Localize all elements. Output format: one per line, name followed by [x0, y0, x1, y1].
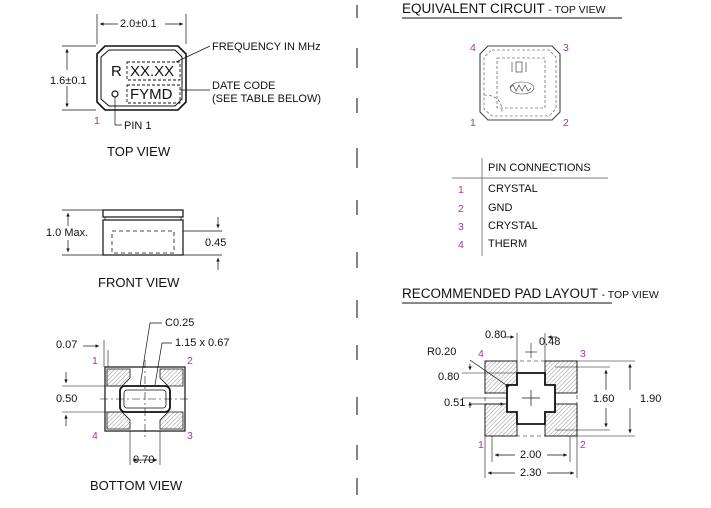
pin-row-name: CRYSTAL — [488, 183, 538, 195]
pad-pin4-number: 4 — [478, 348, 484, 360]
bottom-view-caption: BOTTOM VIEW — [90, 478, 183, 493]
top-height-dim: 1.6±0.1 — [50, 75, 87, 87]
pin1-label: PIN 1 — [124, 120, 152, 132]
pin-row-number: 4 — [458, 239, 464, 251]
bottom-pin2-number: 2 — [187, 355, 193, 367]
bottom-view-drawing — [62, 322, 190, 465]
pad-dim-0-48: 0.48 — [539, 336, 561, 348]
date-code-label: DATE CODE — [212, 80, 276, 92]
pin-row-name: THERM — [488, 238, 528, 250]
equivalent-circuit-drawing — [402, 17, 622, 121]
dim-0-07: 0.07 — [56, 339, 78, 351]
circuit-pin4-number: 4 — [470, 42, 476, 54]
top-view-caption: TOP VIEW — [107, 144, 171, 159]
pad-layout-drawing — [402, 302, 635, 478]
circuit-pin2-number: 2 — [563, 117, 569, 129]
pad-layout-title: RECOMMENDED PAD LAYOUT - TOP VIEW — [402, 286, 659, 301]
pin-row-name: GND — [488, 202, 513, 214]
pad-pin2-number: 2 — [580, 439, 586, 451]
pin-connections-header: PIN CONNECTIONS — [488, 162, 591, 174]
chamfer-label: C0.25 — [165, 317, 195, 329]
front-pad-dim: 0.45 — [205, 237, 227, 249]
circuit-pin3-number: 3 — [563, 42, 569, 54]
pad-dim-1-60: 1.60 — [593, 393, 615, 405]
pin-connections-table — [452, 158, 608, 256]
dim-0-50: 0.50 — [56, 393, 78, 405]
top-view-drawing — [62, 14, 211, 126]
pin-row-name: CRYSTAL — [488, 220, 538, 232]
marking-prefix: R — [111, 63, 122, 80]
marking-frequency: XX.XX — [130, 63, 175, 80]
pin-row-number: 3 — [458, 221, 464, 233]
equivalent-circuit-title: EQUIVALENT CIRCUIT - TOP VIEW — [402, 1, 606, 16]
dim-0-70: 0.70 — [133, 454, 155, 466]
pad-dim-0-80-left: 0.80 — [438, 371, 460, 383]
pad-dim-0-51: 0.51 — [444, 397, 466, 409]
pin-row-number: 1 — [458, 184, 464, 196]
frequency-label: FREQUENCY IN MHz — [212, 41, 321, 53]
pad-dim-1-90: 1.90 — [640, 393, 662, 405]
pad-pin1-number: 1 — [478, 439, 484, 451]
bottom-pin4-number: 4 — [92, 430, 98, 442]
pad-dim-2-00: 2.00 — [520, 449, 542, 461]
date-code-table-note: (SEE TABLE BELOW) — [212, 93, 322, 105]
top-pin1-number: 1 — [94, 115, 100, 127]
pin-row-number: 2 — [458, 203, 464, 215]
pad-radius: R0.20 — [427, 346, 457, 358]
top-width-dim: 2.0±0.1 — [120, 18, 157, 30]
bottom-pin3-number: 3 — [187, 430, 193, 442]
front-view-drawing — [62, 209, 222, 270]
pad-size-label: 1.15 x 0.67 — [175, 337, 230, 349]
front-view-caption: FRONT VIEW — [98, 275, 180, 290]
pad-dim-2-30: 2.30 — [520, 467, 542, 479]
bottom-pin1-number: 1 — [92, 355, 98, 367]
pad-dim-0-80-top: 0.80 — [485, 329, 507, 341]
marking-date-code: FYMD — [130, 86, 173, 103]
front-height-dim: 1.0 Max. — [46, 227, 89, 239]
pad-pin3-number: 3 — [580, 348, 586, 360]
circuit-pin1-number: 1 — [470, 117, 476, 129]
